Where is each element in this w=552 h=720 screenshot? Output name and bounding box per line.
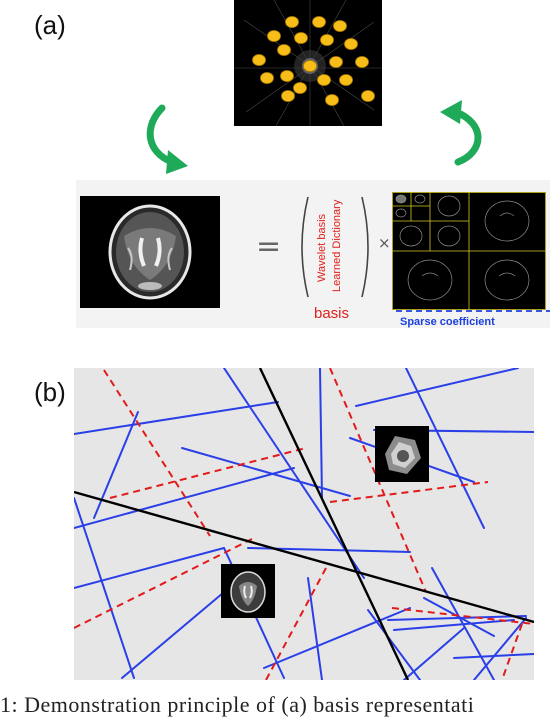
multiply-sign: ×	[378, 234, 391, 252]
kspace-sampling-image	[234, 0, 382, 126]
random-partition-diagram	[74, 368, 534, 680]
basis-label: basis	[314, 305, 350, 322]
wavelet-basis-text: Wavelet basis	[316, 213, 328, 282]
knee-mri-thumbnail	[375, 426, 429, 482]
basis-brackets	[301, 196, 369, 298]
curved-arrow-icon-right	[440, 100, 482, 166]
brain-mri-image	[80, 196, 220, 308]
wavelet-coefficient-image	[392, 192, 546, 310]
panel-label-b: (b)	[34, 377, 66, 407]
panel-label-a: (a)	[34, 10, 66, 40]
curved-arrow-icon-left	[146, 104, 188, 174]
sparse-dashed-line	[396, 310, 550, 312]
sparse-coefficient-label: Sparse coefficient	[400, 316, 495, 328]
learned-dictionary-text: Learned Dictionary	[331, 199, 343, 292]
equals-sign: =	[256, 229, 282, 264]
brain-mri-thumbnail	[221, 564, 275, 618]
figure-caption: 1: Demonstration principle of (a) basis …	[0, 692, 475, 717]
